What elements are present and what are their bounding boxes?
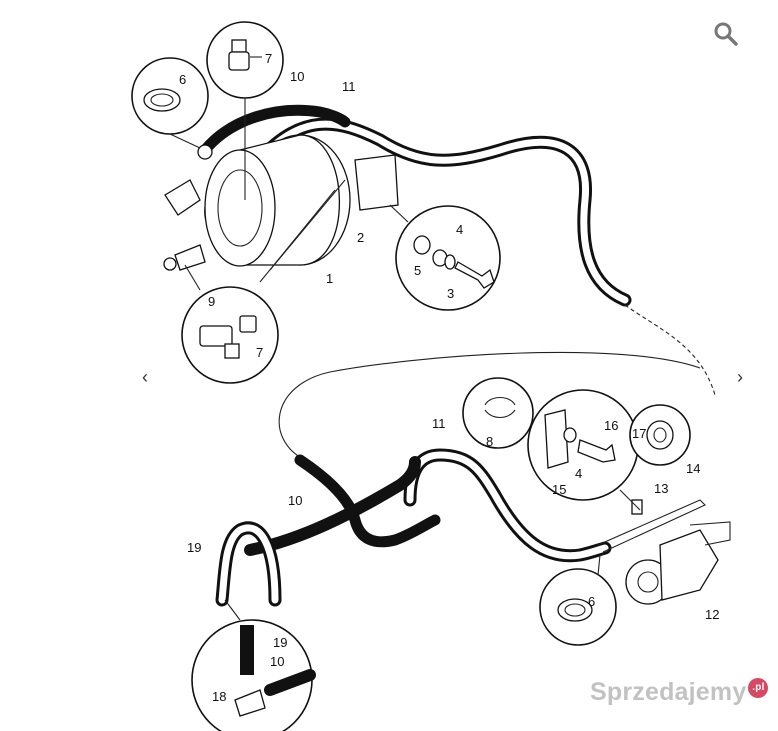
label-8: 8 (486, 434, 493, 449)
chevron-right-icon[interactable]: › (737, 367, 743, 387)
chevron-left-icon[interactable]: ‹ (142, 367, 148, 387)
callout-9-7-tee (181, 264, 279, 384)
label-16: 16 (604, 418, 618, 433)
callout-7-fitting (206, 21, 284, 200)
loop-line (278, 351, 701, 461)
hose-19 (215, 521, 282, 607)
callout-6-clamp-lower (539, 554, 617, 646)
label-12: 12 (705, 607, 719, 622)
label-6b: 6 (588, 594, 595, 609)
label-6a: 6 (179, 72, 186, 87)
vacuum-pump (597, 499, 731, 605)
magnifier-glyph (714, 22, 738, 46)
callout-8-clip (462, 377, 534, 449)
label-10a: 10 (290, 69, 304, 84)
label-4a: 4 (456, 222, 463, 237)
search-icon[interactable] (712, 20, 740, 48)
label-11b: 11 (432, 416, 446, 431)
callout-18-19-10-connector (191, 599, 316, 731)
label-11a: 11 (342, 79, 356, 94)
label-10c: 10 (270, 654, 284, 669)
hose-11-upper (248, 117, 632, 307)
label-7b: 7 (256, 345, 263, 360)
label-4b: 4 (575, 466, 582, 481)
watermark: Sprzedajemy.pl (590, 678, 769, 707)
callout-17-grommet (629, 404, 691, 466)
label-18: 18 (212, 689, 226, 704)
label-9: 9 (208, 294, 215, 309)
label-1: 1 (326, 271, 333, 286)
label-13: 13 (654, 481, 668, 496)
label-19a: 19 (187, 540, 201, 555)
label-2: 2 (357, 230, 364, 245)
callout-3-4-5-bolt (389, 204, 501, 311)
label-10b: 10 (288, 493, 302, 508)
callout-15-16-4-bracket (527, 389, 641, 511)
watermark-badge: .pl (748, 678, 769, 698)
brake-servo-body (163, 134, 399, 283)
label-5: 5 (414, 263, 421, 278)
label-15: 15 (552, 482, 566, 497)
label-3: 3 (447, 286, 454, 301)
label-7a: 7 (265, 51, 272, 66)
label-17: 17 (632, 426, 646, 441)
label-19b: 19 (273, 635, 287, 650)
hose-11-lower (403, 448, 612, 563)
callout-6-clamp (131, 57, 209, 149)
hose-10-lower (244, 454, 441, 556)
hose-continuation-line (624, 304, 716, 396)
watermark-text: Sprzedajemy (590, 678, 747, 706)
label-14: 14 (686, 461, 700, 476)
